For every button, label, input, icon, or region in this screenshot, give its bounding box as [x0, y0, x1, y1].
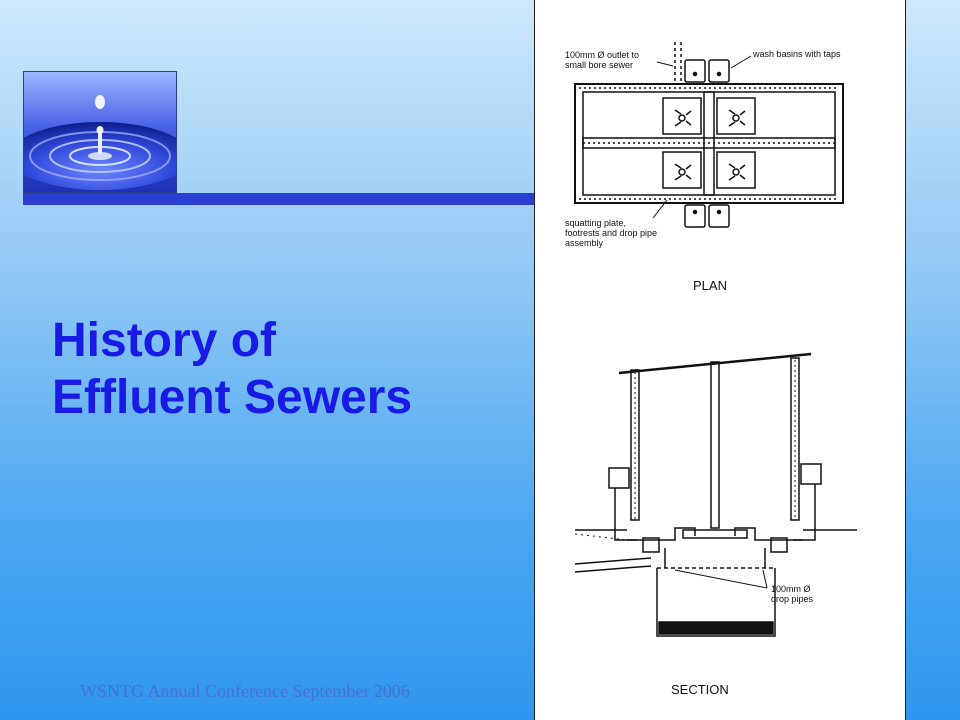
callout-pipes-1: 100mm Ø	[771, 584, 811, 594]
water-drop-image	[23, 71, 177, 193]
latrine-drawing: 100mm Ø outlet to small bore sewer wash …	[534, 0, 906, 720]
callout-pipes-2: drop pipes	[771, 594, 814, 604]
title-line-1: History of	[52, 314, 277, 367]
slide-title: History of Effluent Sewers	[52, 312, 412, 426]
plan-view	[574, 42, 844, 228]
title-line-2: Effluent Sewers	[52, 371, 413, 424]
callout-plate-3: assembly	[565, 238, 604, 248]
header-rule	[23, 193, 535, 205]
callout-outlet-2: small bore sewer	[565, 60, 633, 70]
callout-outlet-1: 100mm Ø outlet to	[565, 50, 639, 60]
section-view	[574, 352, 857, 637]
callout-plate-1: squatting plate,	[565, 218, 626, 228]
footer-text: WSNTG Annual Conference September 2006	[80, 681, 410, 701]
section-label: SECTION	[671, 682, 729, 697]
plan-label: PLAN	[693, 278, 727, 293]
callout-basins: wash basins with taps	[752, 49, 841, 59]
callout-plate-2: footrests and drop pipe	[565, 228, 657, 238]
